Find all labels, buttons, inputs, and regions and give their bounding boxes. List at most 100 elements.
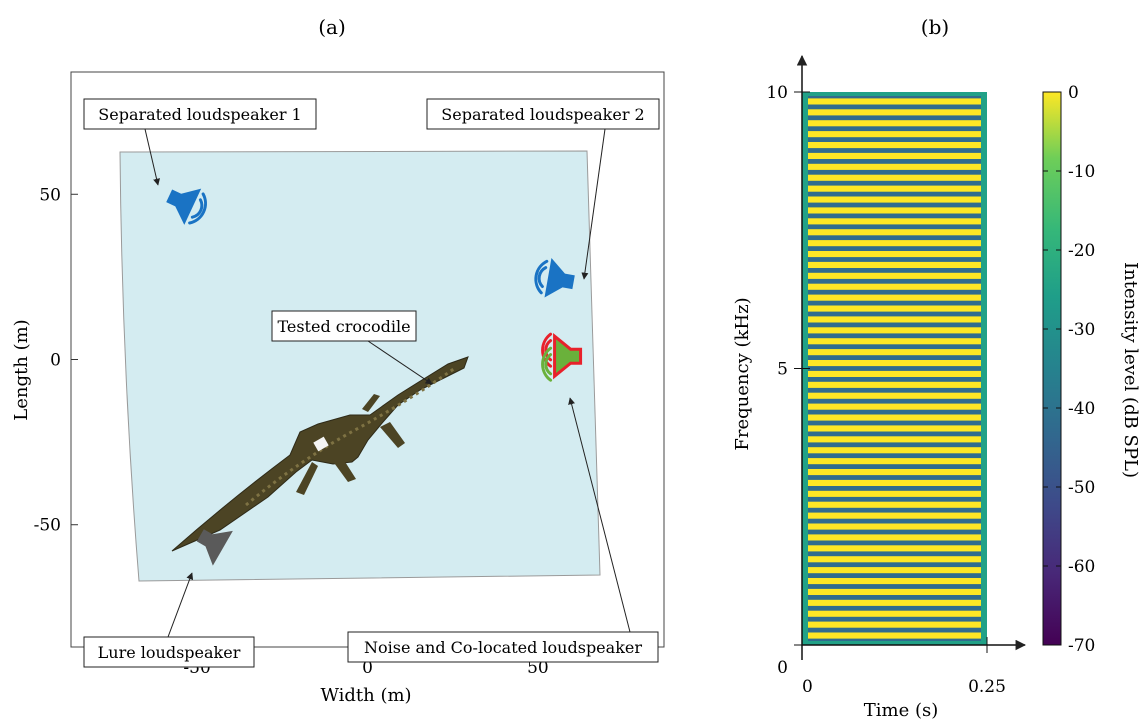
callout-lure: Lure loudspeaker [83, 636, 255, 668]
frequency-band [808, 545, 981, 552]
y-axis-ticks: 50 0 -50 [34, 185, 78, 536]
arrow-separated-1 [144, 128, 160, 186]
frequency-band [808, 207, 981, 214]
y-axis-label-b: Frequency (kHz) [732, 297, 753, 450]
sound-wave-icon [544, 339, 553, 362]
sound-wave-icon [541, 346, 553, 382]
tested-crocodile-image [171, 356, 469, 552]
colorbar-tick-label: -20 [1068, 241, 1095, 261]
frequency-band [808, 327, 981, 334]
y-tick-label: 50 [39, 185, 61, 205]
panel-b-ticks: 10 5 00 0.25 [766, 83, 1006, 697]
colorbar-tick-label: -10 [1068, 162, 1095, 182]
sound-wave-icon [541, 332, 553, 368]
colorbar-tick-label: 0 [1068, 83, 1079, 103]
colorbar-tick-label: -30 [1068, 320, 1095, 340]
spectrogram-heatmap [802, 92, 987, 645]
frequency-band [808, 229, 981, 236]
sound-wave-icon [534, 259, 549, 295]
frequency-band [808, 174, 981, 181]
lure-loudspeaker-icon [196, 529, 233, 566]
frequency-band [808, 359, 981, 367]
separated-loudspeaker-1-icon [166, 188, 207, 225]
colorbar-ticks: 0 -10 -20 -30 -40 -50 -60 -70 [1043, 83, 1095, 656]
frequency-band [808, 392, 981, 399]
frequency-band [808, 218, 981, 225]
callout-colocated: Noise and Co-located loudspeaker [347, 631, 659, 663]
arrow-lure [167, 572, 194, 638]
frequency-band [808, 283, 981, 290]
frequency-band [808, 185, 981, 192]
y-tick-label: -50 [34, 516, 61, 536]
frequency-band [808, 577, 981, 585]
colorbar-tick-label: -70 [1068, 636, 1095, 656]
frequency-band [808, 501, 981, 508]
colorbar-tick-label: -50 [1068, 478, 1095, 498]
frequency-band [808, 109, 981, 116]
frequency-band [808, 567, 981, 574]
frequency-band [808, 316, 981, 323]
sound-wave-icon [544, 353, 553, 376]
frequency-band [808, 479, 981, 487]
y-axis-label: Length (m) [11, 319, 32, 420]
callout-separated-2: Separated loudspeaker 2 [426, 98, 660, 130]
frequency-band [808, 370, 981, 378]
frequency-band [808, 588, 981, 596]
frequency-band [808, 120, 981, 127]
frequency-band [808, 621, 981, 628]
lure-loudspeaker-mark [196, 529, 233, 566]
frequency-band [808, 338, 981, 345]
arrow-crocodile [367, 340, 433, 385]
frequency-band [808, 414, 981, 421]
frequency-band [808, 294, 981, 301]
pool-area [119, 150, 601, 582]
colorbar-label: Intensity level (dB SPL) [1120, 262, 1141, 478]
colorbar-tick-label: -40 [1068, 399, 1095, 419]
x-axis-label-b: Time (s) [864, 700, 939, 719]
sound-wave-icon [537, 266, 548, 289]
frequency-band [808, 349, 981, 356]
separated-loudspeaker-2-mark [544, 258, 575, 298]
svg-text:Separated loudspeaker 1: Separated loudspeaker 1 [98, 105, 301, 124]
frequency-band [808, 610, 981, 617]
frequency-band [808, 556, 981, 563]
frequency-band [808, 534, 981, 541]
frequency-band [808, 272, 981, 279]
frequency-band [808, 98, 981, 105]
colorbar-tick-label: -60 [1068, 557, 1095, 577]
frequency-band [808, 131, 981, 138]
frequency-band [808, 425, 981, 432]
frequency-band [808, 447, 981, 454]
sound-wave-icon [190, 198, 204, 219]
arrow-separated-2 [581, 128, 606, 280]
y-tick-label-b: 5 [777, 360, 788, 380]
frequency-band [808, 196, 981, 203]
x-tick-label-b: 0 [802, 677, 813, 697]
x-axis-label: Width (m) [320, 685, 411, 706]
frequency-band [808, 403, 981, 410]
callout-separated-1: Separated loudspeaker 1 [83, 98, 317, 130]
noise-colocated-loudspeaker-mark [553, 333, 583, 380]
colorbar [1042, 91, 1062, 646]
panel-a: (a) -50 0 50 50 0 -50 Width (m) Length (m) [11, 15, 665, 706]
frequency-band [808, 381, 981, 388]
frequency-band [808, 458, 981, 465]
frequency-band [808, 599, 981, 606]
x-tick-label: 0 [362, 658, 373, 678]
callout-tested-crocodile: Tested crocodile [271, 310, 417, 342]
svg-text:Tested crocodile: Tested crocodile [277, 317, 410, 336]
frequency-band [808, 468, 981, 476]
frequency-band [808, 240, 981, 247]
y-tick-label-b: 10 [766, 83, 788, 103]
noise-colocated-loudspeaker-icon [541, 332, 583, 382]
x-tick-label-b: 0.25 [968, 677, 1006, 697]
frequency-band [808, 436, 981, 443]
frequency-band [808, 512, 981, 519]
y-tick-label: 0 [50, 351, 61, 371]
svg-text:Separated loudspeaker 2: Separated loudspeaker 2 [441, 105, 644, 124]
svg-text:Lure loudspeaker: Lure loudspeaker [98, 643, 241, 662]
y-tick-label-b: 0 [777, 658, 788, 678]
panel-a-label: (a) [318, 15, 346, 39]
